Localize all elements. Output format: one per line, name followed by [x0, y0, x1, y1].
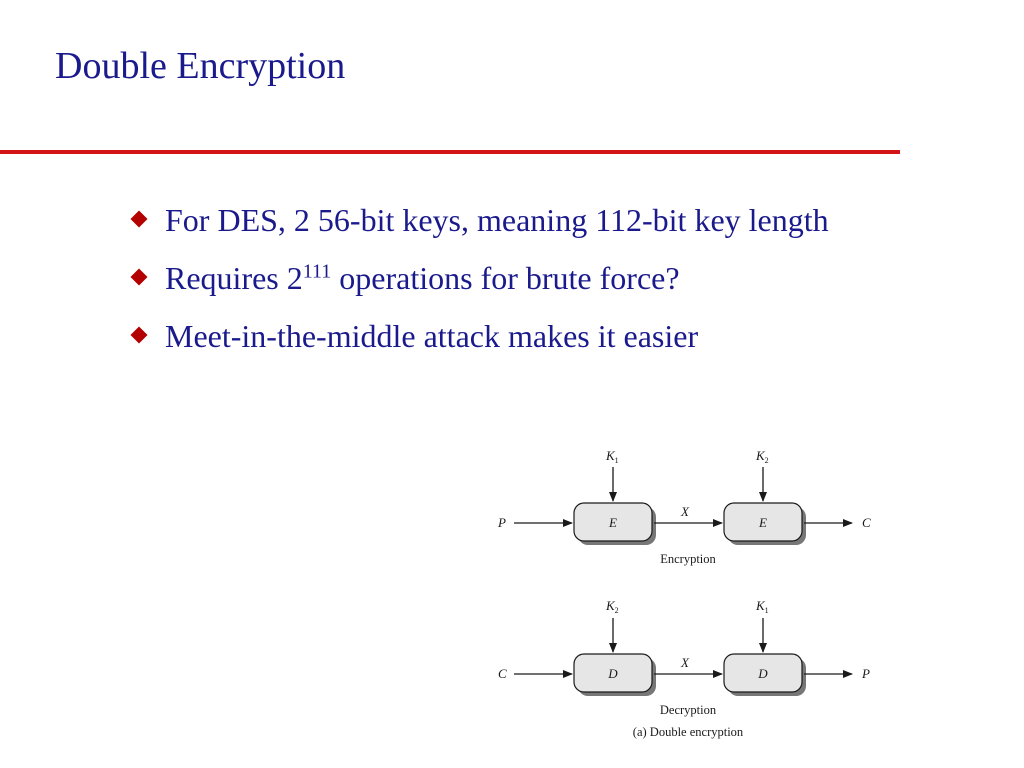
enc-input-label: P — [497, 515, 506, 530]
bullet-text: Requires 2 — [165, 260, 303, 296]
enc-key2-letter: K — [755, 448, 766, 463]
enc-box2 — [723, 502, 803, 542]
enc-intermediate-label: X — [680, 504, 690, 519]
dec-box2-label: D — [757, 666, 768, 681]
bullet-list: For DES, 2 56-bit keys, meaning 112-bit … — [130, 196, 910, 370]
enc-key2-subscript: 2 — [765, 456, 769, 465]
enc-key2-label: K2 — [755, 448, 769, 465]
enc-box1 — [573, 502, 653, 542]
dec-box1 — [573, 653, 653, 693]
dec-box1-label: D — [607, 666, 618, 681]
enc-box1-label: E — [608, 515, 617, 530]
dec-key2-label: K1 — [755, 598, 769, 615]
dec-box2 — [723, 653, 803, 693]
enc-key1-letter: K — [605, 448, 616, 463]
encryption-row: P E K1 X E K2 C Encryption — [497, 448, 871, 566]
decryption-row: C D K2 X D K1 P Decryption — [498, 598, 870, 717]
bullet-text: For DES, 2 56-bit keys, meaning 112-bit … — [165, 202, 829, 238]
dec-caption: Decryption — [660, 703, 717, 717]
dec-input-label: C — [498, 666, 507, 681]
enc-caption: Encryption — [660, 552, 716, 566]
bullet-item: Meet-in-the-middle attack makes it easie… — [130, 312, 910, 360]
dec-key2-letter: K — [755, 598, 766, 613]
enc-key1-subscript: 1 — [615, 456, 619, 465]
dec-key1-subscript: 2 — [615, 606, 619, 615]
double-encryption-diagram: P E K1 X E K2 C Encryption C D K2 X D K1 — [497, 448, 871, 739]
enc-box2-label: E — [758, 515, 767, 530]
diamond-bullet-icon — [130, 210, 148, 228]
enc-output-label: C — [862, 515, 871, 530]
diamond-bullet-icon — [130, 268, 148, 286]
slide-title: Double Encryption — [55, 45, 346, 87]
figure-caption: (a) Double encryption — [633, 725, 744, 739]
bullet-superscript: 111 — [302, 260, 332, 283]
diamond-bullet-icon — [130, 326, 148, 344]
bullet-item: For DES, 2 56-bit keys, meaning 112-bit … — [130, 196, 910, 244]
bullet-item: Requires 2111 operations for brute force… — [130, 254, 910, 302]
dec-key2-subscript: 1 — [765, 606, 769, 615]
dec-key1-label: K2 — [605, 598, 619, 615]
bullet-text-continued: operations for brute force? — [331, 260, 680, 296]
dec-output-label: P — [861, 666, 870, 681]
title-divider — [0, 150, 900, 154]
dec-key1-letter: K — [605, 598, 616, 613]
enc-key1-label: K1 — [605, 448, 619, 465]
bullet-text: Meet-in-the-middle attack makes it easie… — [165, 318, 699, 354]
dec-intermediate-label: X — [680, 655, 690, 670]
